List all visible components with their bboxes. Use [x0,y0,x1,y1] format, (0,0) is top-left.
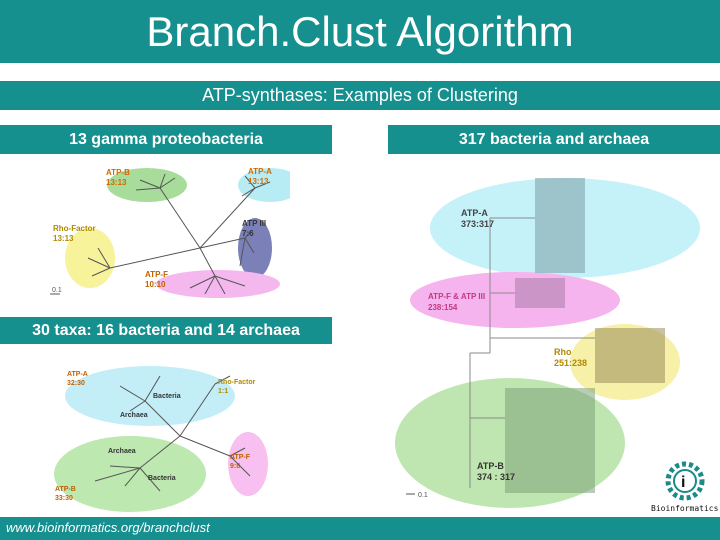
tree2-group-label: Archaea [108,448,136,455]
tree-30taxa-branches [94,375,251,492]
tree1-label-name: ATP-F [145,270,168,279]
panel-label-30taxa: 30 taxa: 16 bacteria and 14 archaea [0,317,332,344]
panel-label-gamma: 13 gamma proteobacteria [0,125,332,154]
tree2-label-name: Rho-Factor [218,379,256,386]
tree1-label-count: 13:13 [53,234,74,243]
tree1-label-name: ATP III [242,219,266,228]
slide-title: Branch.Clust Algorithm [0,0,720,63]
tree-gamma-branches [50,173,271,295]
cluster-rho-blob [65,228,115,288]
tree-30taxa-figure: ATP-A 32:30 Rho-Factor 1:1 ATP-F 9:8 ATP… [54,366,268,512]
tree1-label-name: Rho-Factor [53,224,96,233]
tree2-label-name: ATP-A [67,371,88,378]
tree-317-leafmass [595,328,665,383]
tree2-label-count: 1:1 [218,388,228,395]
cluster-atp-iii-blob [238,218,272,278]
tree3-label-name: ATP-F & ATP III [428,292,485,301]
tree1-label-count: 13:13 [248,177,269,186]
tree-317-leafmass [535,178,585,273]
tree-317-branches [469,217,595,488]
footer-url[interactable]: www.bioinformatics.org/branchclust [6,520,210,535]
info-icon: i [681,474,685,491]
cluster-atp-b-blob [107,168,187,202]
tree1-label-name: ATP-B [106,168,130,177]
tree2-group-label: Bacteria [148,475,176,482]
tree-317-leafmass [505,388,595,493]
tree2-label-count: 32:30 [67,380,85,387]
bioinformatics-logo: i Bioinformatics.Org [651,461,720,513]
tree1-label-count: 7:6 [242,229,254,238]
tree2-label-name: ATP-B [55,486,76,493]
tree3-label-count: 251:238 [554,358,587,368]
footer-bar [0,517,720,540]
tree1-label-count: 10:10 [145,280,166,289]
tree1-scale-label: 0.1 [52,287,62,294]
slide-subtitle: ATP-synthases: Examples of Clustering [0,81,720,110]
tree3-label-name: Rho [554,347,572,357]
tree3-label-count: 373:317 [461,219,494,229]
cluster-atp-f-blob [228,432,268,496]
tree3-label-name: ATP-A [461,208,488,218]
tree2-label-count: 9:8 [230,463,240,470]
tree2-group-label: Archaea [120,412,148,419]
tree3-label-count: 238:154 [428,303,458,312]
tree1-label-count: 13:13 [106,178,127,187]
panel-label-big: 317 bacteria and archaea [388,125,720,154]
tree2-label-count: 33:30 [55,495,73,502]
tree3-label-count: 374 : 317 [477,472,515,482]
tree3-scale-label: 0.1 [418,492,428,499]
logo-text: Bioinformatics.Org [651,504,720,513]
tree-gamma-figure: ATP-B 13:13 ATP-A 13:13 ATP III 7:6 Rho-… [50,167,290,298]
cluster-atp-a-blob [238,168,290,202]
tree-317-leafmass [515,278,565,308]
tree-317-figure: ATP-A 373:317 ATP-F & ATP III 238:154 Rh… [395,178,700,508]
tree2-group-label: Bacteria [153,393,181,400]
cluster-atp-f-blob [156,270,280,298]
tree3-label-name: ATP-B [477,461,504,471]
cluster-atp-b-blob [54,436,206,512]
tree2-label-name: ATP-F [230,454,251,461]
tree1-label-name: ATP-A [248,167,272,176]
cluster-atp-a-blob [65,366,235,426]
